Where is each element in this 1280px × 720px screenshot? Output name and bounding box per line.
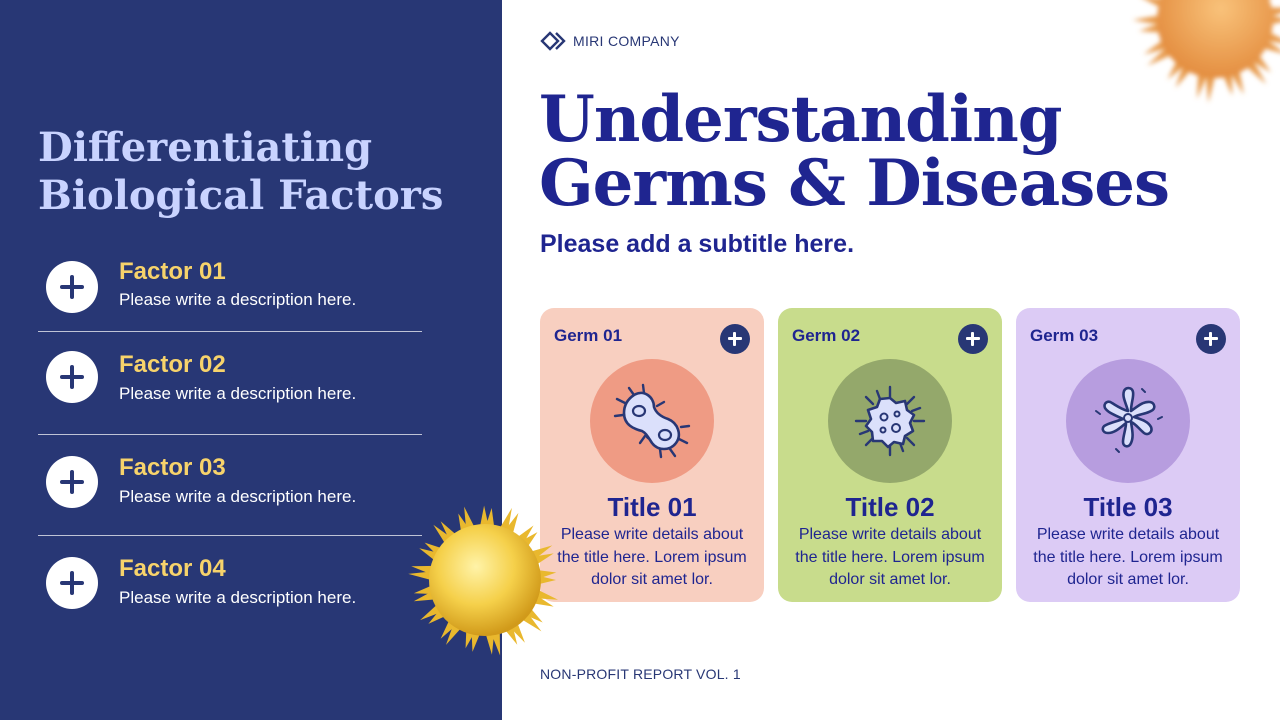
icon-circle <box>1066 359 1190 483</box>
divider <box>38 331 422 332</box>
card-description: Please write details about the title her… <box>1033 526 1223 588</box>
yellow-germ-image <box>408 505 559 656</box>
brand-name: MIRI COMPANY <box>573 33 680 49</box>
bacteria-icon <box>613 383 691 459</box>
divider <box>38 434 422 435</box>
factor-item-1[interactable]: Factor 01 Please write a description her… <box>38 258 422 358</box>
factor-title: Factor 01 <box>119 258 226 285</box>
page-title-line-2: Germs & Diseases <box>539 146 1170 221</box>
factor-description: Please write a description here. <box>119 384 357 403</box>
factor-item-4[interactable]: Factor 04 Please write a description her… <box>38 555 422 655</box>
virus-icon <box>854 385 926 457</box>
factor-description: Please write a description here. <box>119 588 357 607</box>
plus-icon[interactable] <box>46 456 98 508</box>
card-description: Please write details about the title her… <box>795 526 985 588</box>
left-title-line-2: Biological Factors <box>38 172 444 219</box>
factor-description: Please write a description here. <box>119 487 357 506</box>
left-panel: Differentiating Biological Factors Facto… <box>0 0 502 720</box>
footer-text: NON-PROFIT REPORT VOL. 1 <box>540 666 741 682</box>
factor-title: Factor 02 <box>119 351 226 378</box>
page-title: Understanding Germs & Diseases <box>539 88 1239 216</box>
plus-icon[interactable] <box>1196 324 1226 354</box>
card-title: Title 03 <box>1083 492 1173 522</box>
left-title-line-1: Differentiating <box>38 124 373 171</box>
plus-icon[interactable] <box>720 324 750 354</box>
germ-card-3[interactable]: Germ 03 Title 03 Please write details ab… <box>1016 308 1240 602</box>
germ-label: Germ 03 <box>1030 326 1099 345</box>
divider <box>38 535 422 536</box>
factor-title: Factor 04 <box>119 555 226 582</box>
left-panel-title: Differentiating Biological Factors <box>38 124 478 220</box>
germ-card-2[interactable]: Germ 02 Title 02 Please write details ab… <box>778 308 1002 602</box>
factor-item-2[interactable]: Factor 02 Please write a description her… <box>38 351 422 451</box>
orange-germ-image <box>1132 0 1280 103</box>
plus-icon[interactable] <box>958 324 988 354</box>
microbe-icon <box>1095 386 1163 453</box>
icon-circle <box>828 359 952 483</box>
card-description: Please write details about the title her… <box>557 526 747 588</box>
diamond-logo-icon <box>540 31 566 51</box>
brand: MIRI COMPANY <box>540 30 680 52</box>
germ-label: Germ 02 <box>792 326 861 345</box>
page-subtitle: Please add a subtitle here. <box>540 230 855 258</box>
germ-card-1[interactable]: Germ 01 Title 01 Please write details ab… <box>540 308 764 602</box>
card-title: Title 01 <box>607 492 697 522</box>
icon-circle <box>590 359 714 483</box>
plus-icon[interactable] <box>46 557 98 609</box>
factor-description: Please write a description here. <box>119 290 357 309</box>
plus-icon[interactable] <box>46 351 98 403</box>
page-title-line-1: Understanding <box>539 82 1062 157</box>
factor-item-3[interactable]: Factor 03 Please write a description her… <box>38 454 422 554</box>
plus-icon[interactable] <box>46 261 98 313</box>
factor-title: Factor 03 <box>119 454 226 481</box>
germ-label: Germ 01 <box>554 326 623 345</box>
card-title: Title 02 <box>845 492 935 522</box>
